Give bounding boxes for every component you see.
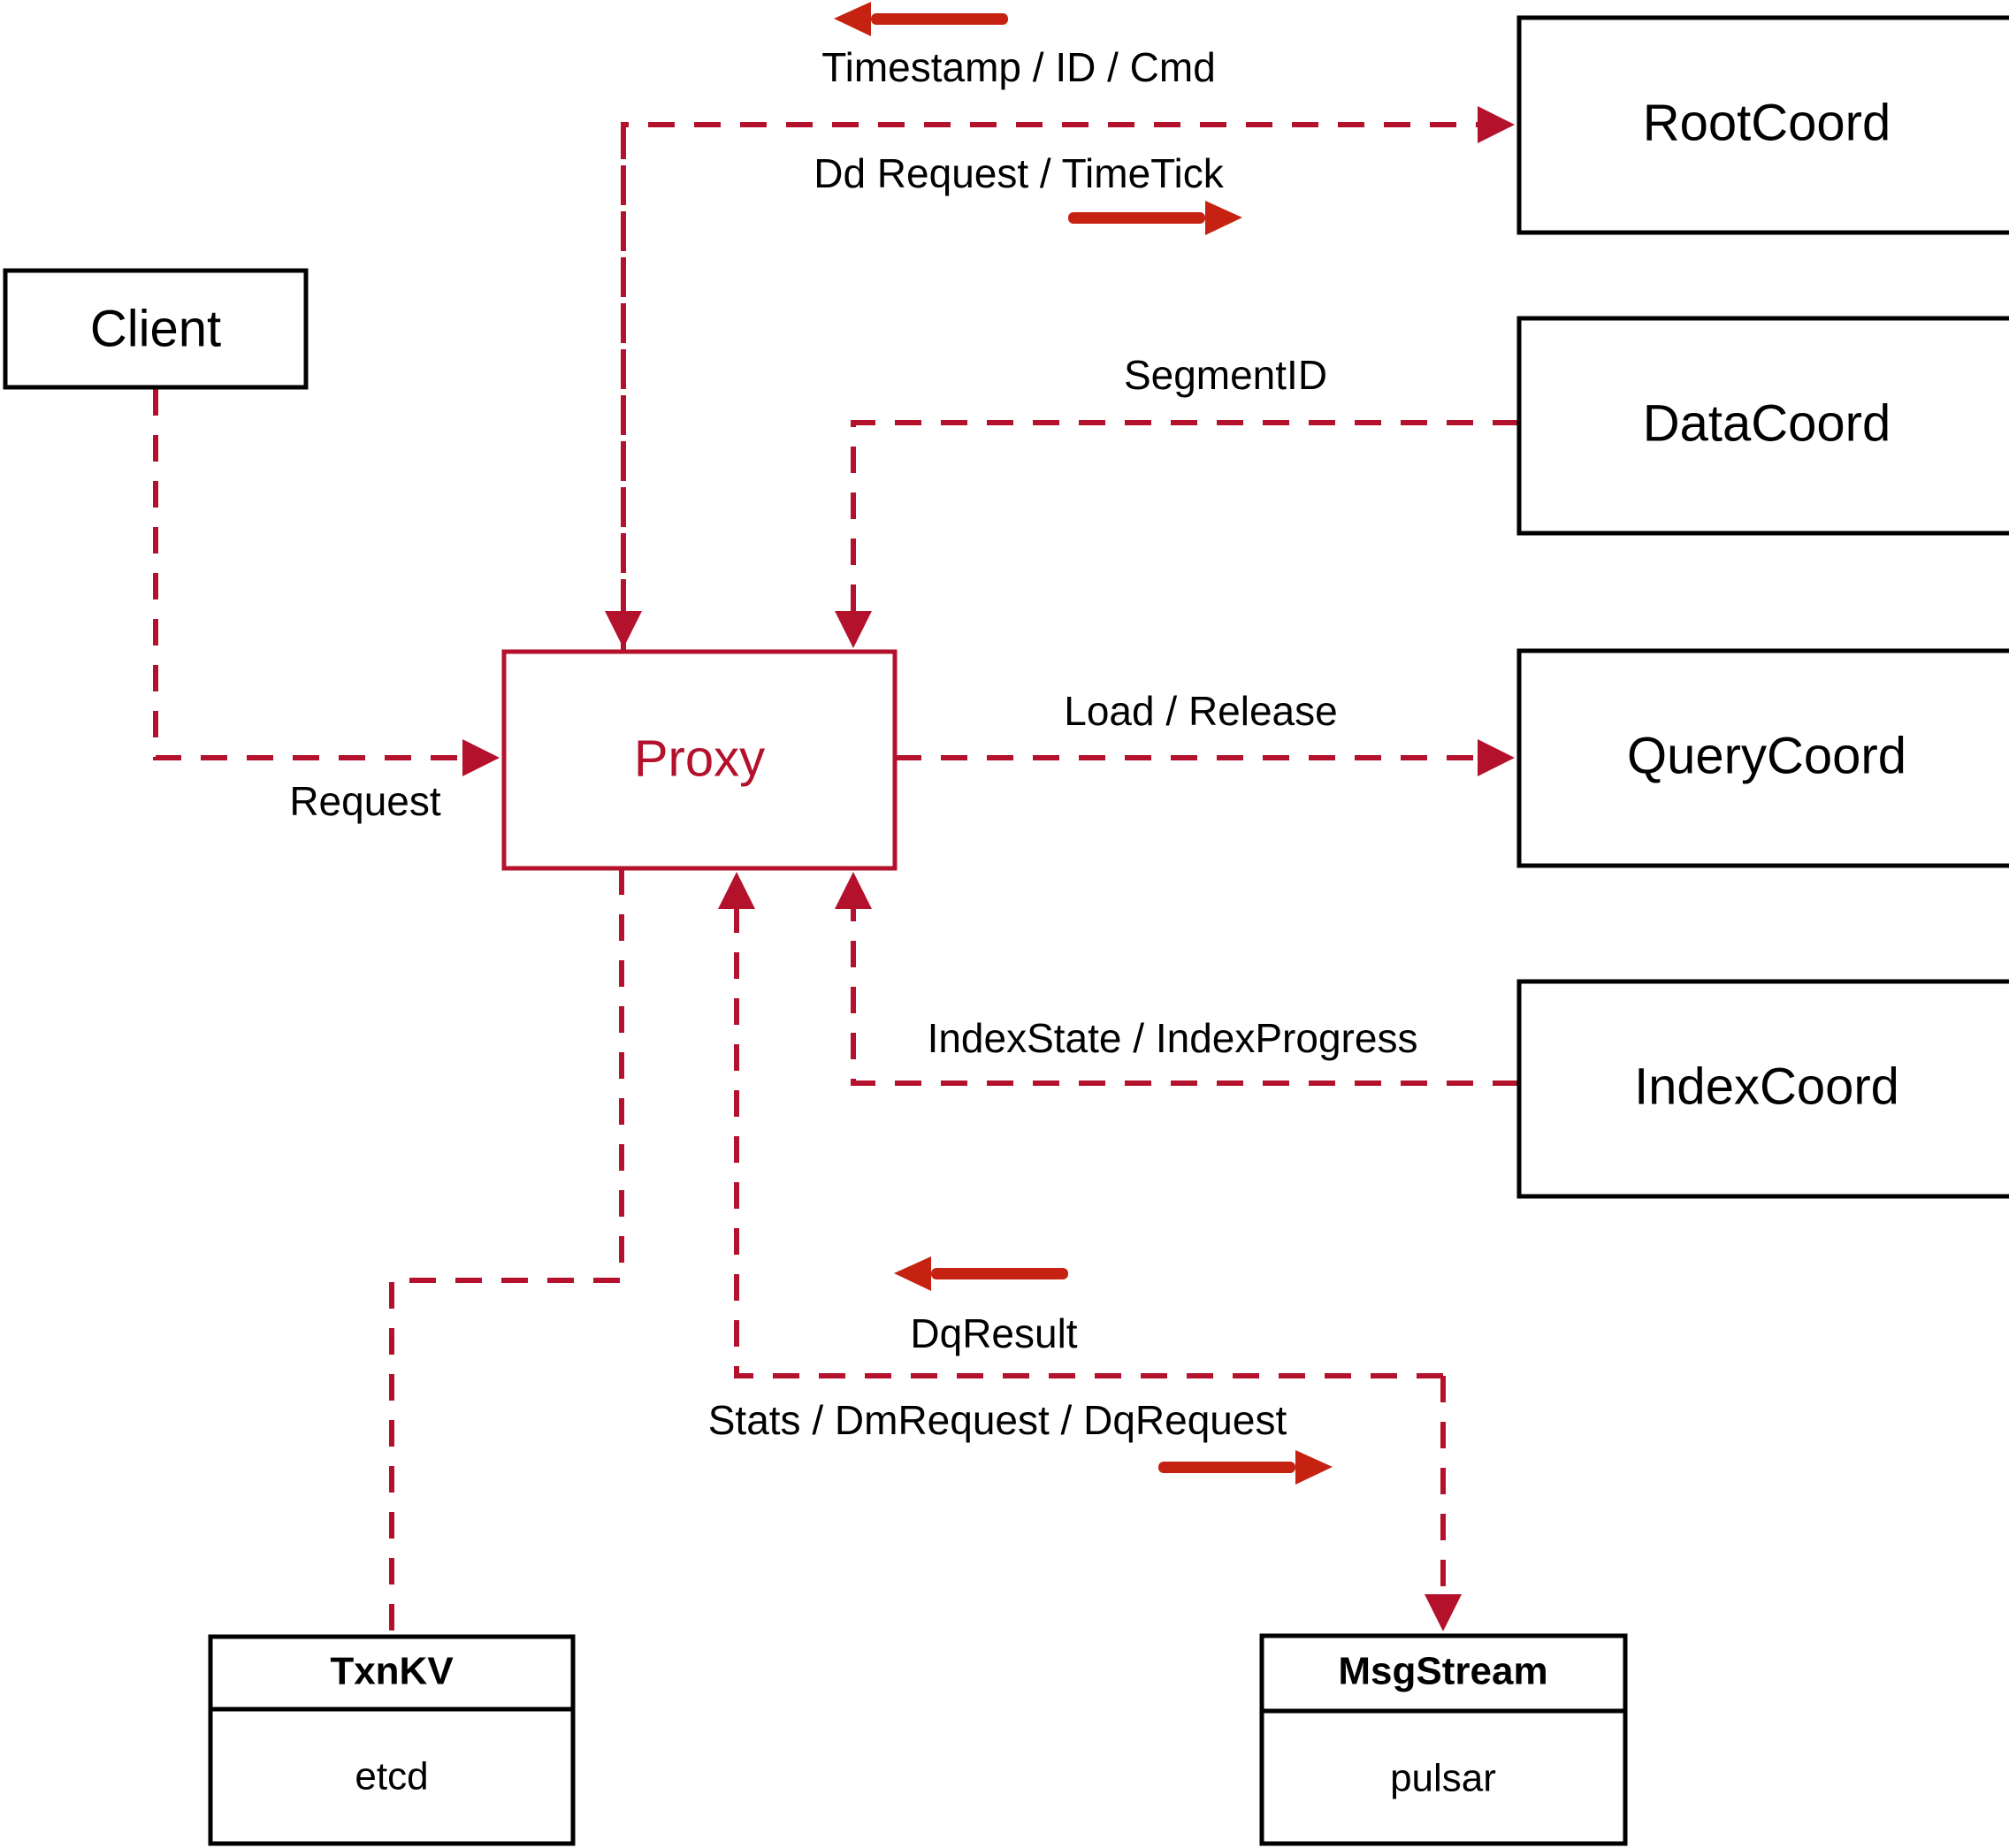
edge-label-dd-request-timetick: Dd Request / TimeTick xyxy=(814,150,1225,196)
node-querycoord-box[interactable] xyxy=(1516,648,2009,868)
node-txnkv-box[interactable] xyxy=(208,1634,576,1846)
direction-arrow-right-ddrequest xyxy=(1068,201,1242,235)
node-datacoord-label: DataCoord xyxy=(1643,394,1891,452)
edge-proxy-to-rootcoord-path xyxy=(621,106,1515,652)
node-msgstream-title: MsgStream xyxy=(1338,1650,1547,1693)
node-client-label: Client xyxy=(90,300,221,357)
node-msgstream[interactable]: MsgStream pulsar xyxy=(1259,1633,1628,1846)
edge-label-request: Request xyxy=(289,778,441,824)
edge-proxy-to-txnkv-path xyxy=(389,868,624,1637)
node-txnkv[interactable]: TxnKV etcd xyxy=(208,1634,576,1846)
node-proxy-label: Proxy xyxy=(634,729,765,787)
node-indexcoord[interactable]: IndexCoord xyxy=(1516,979,2009,1199)
direction-arrow-left-timestamp xyxy=(834,2,1008,36)
direction-arrow-right-dqrequest xyxy=(1158,1450,1333,1485)
node-rootcoord-label: RootCoord xyxy=(1643,94,1891,151)
edge-label-dqresult: DqResult xyxy=(910,1310,1077,1356)
node-client[interactable]: Client xyxy=(3,268,309,390)
node-msgstream-box[interactable] xyxy=(1259,1633,1628,1846)
edge-label-timestamp-id-cmd: Timestamp / ID / Cmd xyxy=(821,44,1216,90)
edge-label-stats-dmrequest-dqrequest: Stats / DmRequest / DqRequest xyxy=(708,1397,1287,1443)
direction-arrow-left-dqresult xyxy=(894,1256,1068,1291)
node-querycoord[interactable]: QueryCoord xyxy=(1516,648,2009,868)
node-proxy[interactable]: Proxy xyxy=(501,649,898,871)
edge-datacoord-to-proxy-path xyxy=(835,420,1519,648)
edge-label-layer: Timestamp / ID / Cmd Dd Request / TimeTi… xyxy=(289,44,1417,1443)
edge-layer xyxy=(153,106,1519,1637)
edge-label-load-release: Load / Release xyxy=(1064,688,1337,734)
node-rootcoord-box[interactable] xyxy=(1516,15,2009,235)
node-indexcoord-box[interactable] xyxy=(1516,979,2009,1199)
node-querycoord-label: QueryCoord xyxy=(1627,727,1906,784)
node-indexcoord-label: IndexCoord xyxy=(1634,1058,1899,1115)
node-txnkv-subtitle: etcd xyxy=(355,1755,428,1798)
legend-arrow-layer xyxy=(834,2,1333,1485)
node-txnkv-title: TxnKV xyxy=(330,1650,454,1693)
node-datacoord[interactable]: DataCoord xyxy=(1516,316,2009,536)
edge-indexcoord-to-proxy-path xyxy=(835,872,1519,1086)
node-msgstream-subtitle: pulsar xyxy=(1390,1757,1496,1800)
node-datacoord-box[interactable] xyxy=(1516,316,2009,536)
edge-msgstream-to-proxy-path xyxy=(718,872,1443,1378)
edge-client-to-proxy-path xyxy=(153,389,500,776)
edge-label-indexstate-indexprogress: IndexState / IndexProgress xyxy=(928,1015,1418,1061)
edge-label-segmentid: SegmentID xyxy=(1124,352,1327,398)
node-rootcoord[interactable]: RootCoord xyxy=(1516,15,2009,235)
node-client-box[interactable] xyxy=(3,268,309,390)
node-proxy-box[interactable] xyxy=(501,649,898,871)
